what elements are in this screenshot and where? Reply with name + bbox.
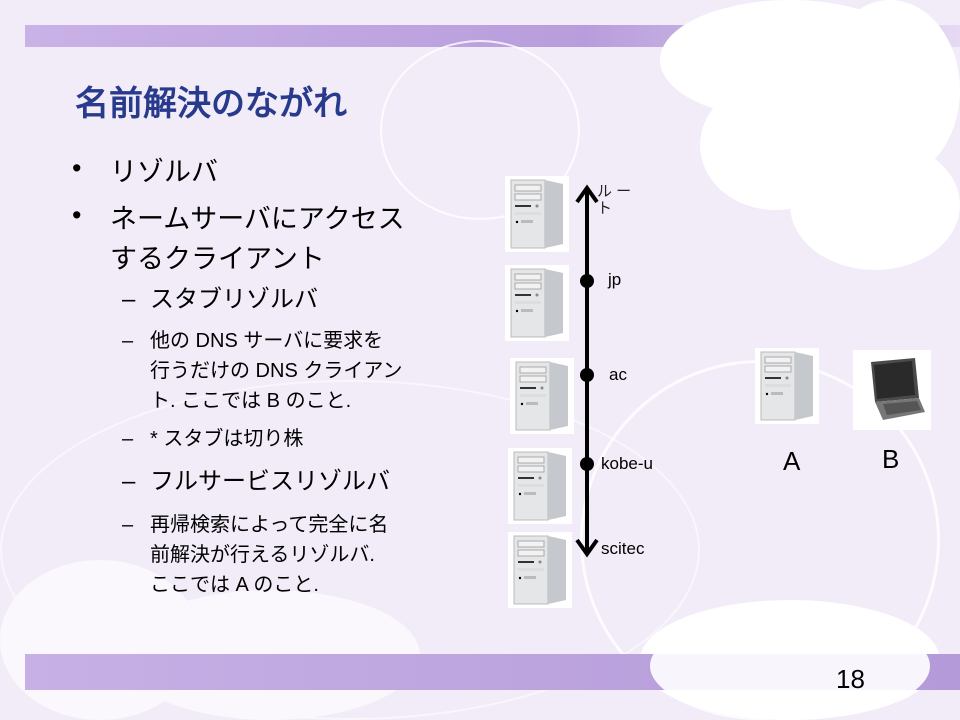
bullet-line: するクライアント — [110, 244, 325, 274]
bullet-icon: • — [72, 200, 82, 230]
sub-line: 行うだけの DNS クライアン — [150, 360, 403, 382]
host-a-label: A — [783, 446, 801, 476]
sub-line: 再帰検索によって完全に名 — [150, 514, 389, 536]
node-label-ac: ac — [609, 365, 627, 384]
sub-item: * スタブは切り株 — [150, 428, 304, 450]
root-label-line: ト — [597, 200, 613, 217]
sub-line: 前解決が行えるリゾルバ. — [150, 544, 375, 566]
node-dot-jp — [580, 274, 594, 288]
server-icon — [505, 176, 569, 252]
server-icon — [508, 448, 572, 524]
server-a-icon — [755, 348, 819, 424]
bullet-icon: • — [72, 153, 82, 183]
server-icon — [505, 265, 569, 341]
bullet-line: ネームサーバにアクセス — [110, 204, 405, 234]
dash-icon: – — [122, 428, 134, 450]
node-label-kobe-u: kobe-u — [601, 454, 653, 473]
laptop-icon — [853, 350, 931, 430]
dash-icon: – — [122, 514, 134, 536]
host-b-label: B — [882, 444, 900, 474]
server-icon — [510, 358, 574, 434]
sub-item: 他の DNS サーバに要求を 行うだけの DNS クライアン ト. ここでは B… — [150, 326, 403, 416]
page-number: 18 — [836, 664, 865, 694]
sub-line: ト. ここでは B のこと. — [150, 390, 352, 412]
sub-line: 他の DNS サーバに要求を — [150, 330, 384, 352]
dash-icon: – — [122, 286, 136, 313]
sub-item: スタブリゾルバ — [150, 286, 318, 313]
node-label-jp: jp — [608, 270, 622, 289]
slide-title: 名前解決のながれ — [75, 85, 347, 123]
node-dot-ac — [580, 368, 594, 382]
root-label: ル ー ト — [597, 183, 631, 217]
sub-item: 再帰検索によって完全に名 前解決が行えるリゾルバ. ここでは A のこと. — [150, 510, 388, 600]
sub-line: ここでは A のこと. — [150, 574, 319, 596]
server-icon — [508, 532, 572, 608]
cloud-decoration — [790, 140, 960, 270]
bullet-text: ネームサーバにアクセス するクライアント — [110, 199, 405, 279]
cloud-decoration — [650, 612, 930, 720]
node-dot-kobe-u — [580, 457, 594, 471]
dash-icon: – — [122, 468, 136, 495]
root-label-line: ル ー — [597, 183, 632, 200]
ring-decoration — [380, 40, 580, 220]
node-label-scitec: scitec — [601, 539, 645, 558]
bullet-text: リゾルバ — [110, 157, 218, 187]
sub-item: フルサービスリゾルバ — [150, 468, 390, 495]
dash-icon: – — [122, 330, 134, 352]
